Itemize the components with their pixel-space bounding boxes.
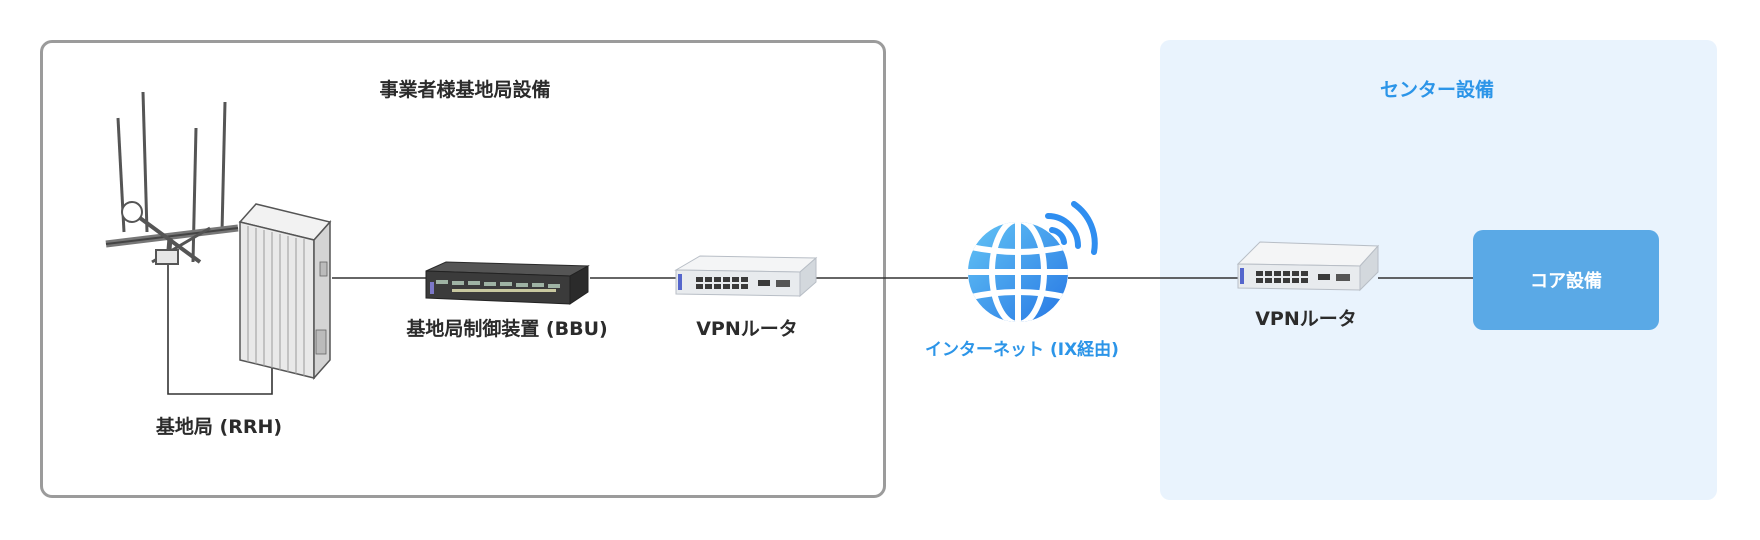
rack-server-icon — [425, 261, 590, 305]
router-icon — [674, 255, 818, 298]
rrh-unit-icon — [238, 203, 332, 380]
bbu-label: 基地局制御装置 (BBU) — [406, 318, 608, 340]
center-group-title: センター設備 — [1379, 79, 1495, 101]
link-antenna-rrh — [167, 262, 273, 395]
operator-group-title: 事業者様基地局設備 — [379, 79, 551, 101]
connection-lines — [167, 262, 1473, 395]
rrh-label: 基地局 (RRH) — [155, 416, 283, 438]
vpn-router-left-label: VPNルータ — [696, 318, 798, 340]
globe-wifi-icon — [968, 201, 1098, 322]
core-equipment-box: コア設備 — [1473, 230, 1659, 330]
core-equipment-label: コア設備 — [1530, 271, 1602, 292]
router-icon — [1236, 241, 1380, 292]
antenna-tower-icon — [105, 91, 239, 265]
internet-label: インターネット (IX経由) — [925, 340, 1119, 360]
vpn-router-right-label: VPNルータ — [1255, 308, 1357, 330]
